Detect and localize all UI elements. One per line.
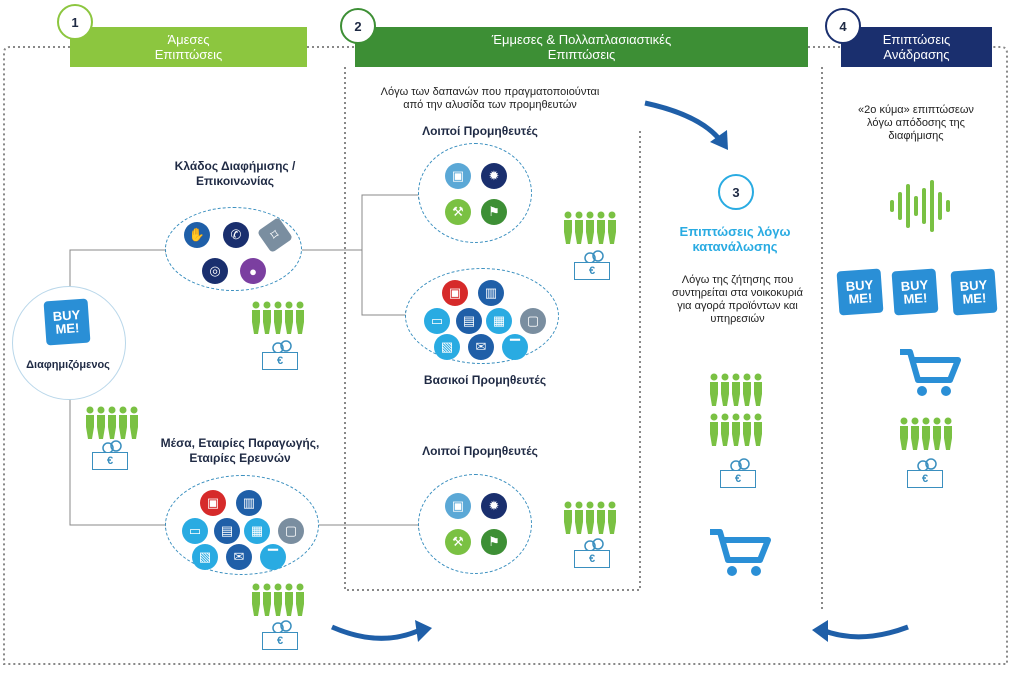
main-suppliers-label: Βασικοί Προμηθευτές [423,373,547,387]
people-group-icon [710,413,762,446]
people-group-icon [900,417,952,450]
buy-me-bag-icon: BUY ME! [43,298,91,346]
people-group-icon [86,406,138,439]
supply-chain-note: Λόγω των δαπανών που πραγματοποιούνται α… [380,86,600,111]
media-companies-label: Μέσα, Εταιρίες Παραγωγής, Εταιρίες Ερευν… [160,436,320,465]
euro-note-icon: € [92,452,128,470]
header-feedback: Επιπτώσεις Ανάδρασης [841,27,992,67]
handtruck-icon: ⚑ [481,529,507,555]
billboard-icon: ▔ [502,334,528,360]
handshake-icon: ✋ [184,222,210,248]
other-suppliers-bottom-ellipse [418,474,532,574]
people-group-icon [564,501,616,534]
newspaper-icon: ▦ [486,308,512,334]
header-direct: Άμεσες Επιπτώσεις [70,27,307,67]
microphone-icon: ● [240,258,266,284]
shopping-cart-icon-2 [710,529,771,576]
handtruck-icon: ⚑ [481,199,507,225]
billboard-icon: ▔ [260,544,286,570]
monitor-icon: ▢ [278,518,304,544]
euro-note-icon: € [262,632,298,650]
communication-ellipse [165,207,302,291]
bag-text: BUY ME! [845,277,874,307]
advertising-sector-label: Κλάδος Διαφήμισης / Επικοινωνίας [174,159,296,188]
people-group-icon [564,211,616,244]
brochure-icon: ▧ [434,334,460,360]
bag-text: BUY ME! [959,277,988,307]
gear-icon: ✹ [481,493,507,519]
euro-note-icon: € [720,470,756,488]
tv-icon: ▭ [424,308,450,334]
bag-text: BUY ME! [900,277,929,307]
monitor-icon: ▢ [520,308,546,334]
buy-me-bag-icon-2: BUY ME! [891,268,939,316]
radio-icon: ▤ [456,308,482,334]
header-indirect: Έμμεσες & Πολλαπλασιαστικές Επιπτώσεις [355,27,808,67]
megaphone-icon: ✆ [223,222,249,248]
buy-me-bag-icon-3: BUY ME! [950,268,998,316]
step-3-badge: 3 [718,174,754,210]
other-suppliers-top-ellipse [418,143,532,243]
consumption-title: Επιπτώσεις λόγω κατανάλωσης [679,224,791,254]
buy-me-bag-icon-1: BUY ME! [836,268,884,316]
forklift-icon: ⚒ [445,529,471,555]
advertiser-label: Διαφημιζόμενος [26,359,110,371]
chart-icon: ▥ [236,490,262,516]
euro-note-icon: € [574,262,610,280]
gear-icon: ✹ [481,163,507,189]
bag-text: BUY ME! [52,307,81,337]
step-1-badge: 1 [57,4,93,40]
people-group-icon [252,583,304,616]
forklift-icon: ⚒ [445,199,471,225]
second-wave-note: «2ο κύμα» επιπτώσεων λόγω απόδοσης της δ… [858,104,974,142]
euro-note-icon: € [262,352,298,370]
euro-note-icon: € [907,470,943,488]
mail-icon: ✉ [226,544,252,570]
camera-icon: ▣ [200,490,226,516]
euro-note-icon: € [574,550,610,568]
newspaper-icon: ▦ [244,518,270,544]
box-icon: ▣ [445,493,471,519]
sound-wave-icon [890,180,950,232]
people-group-icon [710,373,762,406]
people-group-icon [252,301,304,334]
step-2-badge: 2 [340,8,376,44]
step-4-badge: 4 [825,8,861,44]
other-suppliers-bottom-label: Λοιποί Προμηθευτές [422,444,538,458]
box-icon: ▣ [445,163,471,189]
consumption-note: Λόγω της ζήτησης που συντηρείται στα νοι… [672,274,803,325]
radio-icon: ▤ [214,518,240,544]
chart-icon: ▥ [478,280,504,306]
camera-icon: ▣ [442,280,468,306]
target-icon: ◎ [202,258,228,284]
shopping-cart-icon-1 [900,349,961,396]
tv-icon: ▭ [182,518,208,544]
other-suppliers-top-label: Λοιποί Προμηθευτές [422,124,538,138]
mail-icon: ✉ [468,334,494,360]
brochure-icon: ▧ [192,544,218,570]
